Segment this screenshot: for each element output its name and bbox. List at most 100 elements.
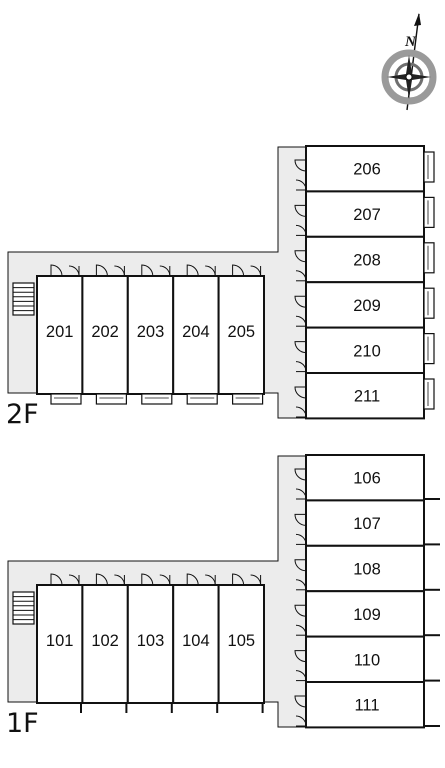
door-icon bbox=[95, 264, 108, 277]
room-110: 110 bbox=[294, 635, 440, 683]
door-icon bbox=[294, 250, 307, 263]
room-number: 105 bbox=[228, 632, 256, 650]
door-icon bbox=[232, 573, 245, 586]
floor-label-1f: 1F bbox=[6, 708, 39, 739]
room-box bbox=[81, 584, 129, 704]
balcony bbox=[423, 378, 435, 410]
room-number: 208 bbox=[353, 252, 381, 270]
door-icon bbox=[294, 386, 307, 399]
room-box bbox=[305, 145, 425, 193]
room-number: 102 bbox=[91, 632, 119, 650]
room-203: 203 bbox=[126, 264, 175, 405]
door-icon bbox=[295, 315, 307, 327]
room-box bbox=[305, 635, 425, 683]
compass-center bbox=[405, 73, 413, 81]
room-number: 106 bbox=[353, 470, 381, 488]
stairs-outline bbox=[12, 282, 35, 316]
room-number: 204 bbox=[182, 323, 210, 341]
room-102: 102 bbox=[81, 573, 129, 713]
room-107: 107 bbox=[294, 499, 440, 547]
door-icon bbox=[295, 224, 307, 236]
north-label: N bbox=[404, 34, 417, 50]
room-104: 104 bbox=[172, 573, 220, 713]
room-box bbox=[305, 681, 425, 729]
door-icon bbox=[295, 361, 307, 372]
door-icon bbox=[141, 573, 154, 586]
floor-2f: 201 202 203 204 205 206 207 208 209 210 211 bbox=[7, 145, 435, 420]
room-number: 101 bbox=[46, 632, 74, 650]
room-box bbox=[126, 584, 175, 704]
room-number: 210 bbox=[353, 342, 381, 360]
balcony bbox=[50, 393, 82, 405]
door-icon bbox=[50, 573, 63, 586]
door-icon bbox=[294, 295, 307, 308]
room-number: 202 bbox=[91, 323, 119, 341]
stairs-1f bbox=[12, 591, 35, 625]
door-icon bbox=[294, 468, 307, 481]
room-number: 111 bbox=[354, 697, 379, 715]
door-icon bbox=[186, 264, 199, 277]
balcony bbox=[423, 333, 435, 365]
door-icon bbox=[295, 270, 307, 281]
room-number: 211 bbox=[354, 388, 380, 406]
room-101: 101 bbox=[36, 573, 84, 713]
door-icon bbox=[295, 670, 307, 681]
room-number: 209 bbox=[353, 297, 381, 315]
compass: N bbox=[381, 13, 437, 111]
room-211: 211 bbox=[294, 372, 435, 420]
compass-ring-outer bbox=[381, 49, 437, 105]
balcony bbox=[423, 196, 435, 228]
door-icon bbox=[295, 533, 307, 545]
room-number: 201 bbox=[46, 323, 74, 341]
room-208: 208 bbox=[294, 235, 435, 284]
room-210: 210 bbox=[294, 326, 435, 375]
door-icon bbox=[295, 579, 307, 590]
stairs-2f bbox=[12, 282, 35, 316]
room-204: 204 bbox=[172, 264, 220, 405]
room-207: 207 bbox=[294, 190, 435, 238]
door-icon bbox=[295, 406, 307, 418]
room-number: 103 bbox=[137, 632, 165, 650]
room-box bbox=[305, 499, 425, 547]
balcony bbox=[423, 242, 435, 274]
door-icon bbox=[295, 624, 307, 636]
room-box bbox=[305, 326, 425, 375]
room-box bbox=[36, 584, 84, 704]
floor-label-2f: 2F bbox=[6, 399, 39, 430]
room-105: 105 bbox=[217, 573, 266, 713]
room-box bbox=[217, 584, 266, 704]
room-box bbox=[81, 275, 129, 395]
room-box bbox=[126, 275, 175, 395]
room-number: 104 bbox=[182, 632, 210, 650]
room-number: 203 bbox=[137, 323, 165, 341]
door-icon bbox=[186, 573, 199, 586]
door-icon bbox=[232, 264, 245, 277]
door-icon bbox=[294, 513, 307, 526]
north-arrow-head bbox=[414, 13, 421, 26]
room-201: 201 bbox=[36, 264, 84, 405]
room-205: 205 bbox=[217, 264, 266, 405]
room-202: 202 bbox=[81, 264, 129, 405]
room-box bbox=[305, 372, 425, 420]
door-icon bbox=[294, 695, 307, 708]
balcony bbox=[141, 393, 173, 405]
door-icon bbox=[295, 179, 307, 191]
room-number: 109 bbox=[353, 606, 381, 624]
room-209: 209 bbox=[294, 281, 435, 329]
room-103: 103 bbox=[126, 573, 175, 713]
room-206: 206 bbox=[294, 145, 435, 193]
door-icon bbox=[95, 573, 108, 586]
door-icon bbox=[50, 264, 63, 277]
door-icon bbox=[294, 650, 307, 663]
room-number: 110 bbox=[354, 651, 380, 669]
door-icon bbox=[294, 559, 307, 572]
balcony bbox=[232, 393, 264, 405]
door-icon bbox=[294, 341, 307, 354]
room-box bbox=[305, 544, 425, 593]
room-number: 107 bbox=[353, 515, 381, 533]
door-icon bbox=[141, 264, 154, 277]
room-number: 206 bbox=[353, 161, 381, 179]
balcony bbox=[186, 393, 218, 405]
